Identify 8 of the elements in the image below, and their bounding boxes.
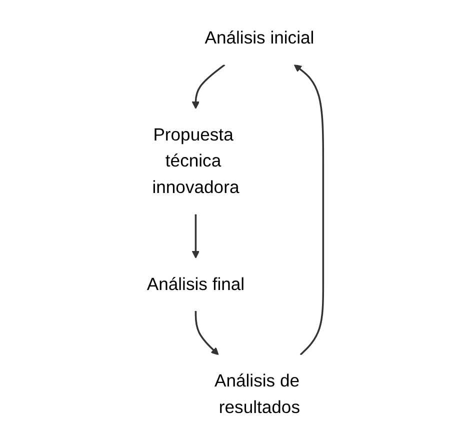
node-text: Análisis final	[146, 274, 244, 294]
arrow	[192, 214, 200, 258]
arrow	[194, 310, 219, 356]
node-text: Propuesta técnica innovadora	[152, 125, 240, 198]
node-text: Análisis de resultados	[214, 372, 300, 418]
arrow	[192, 64, 226, 110]
node-text: Análisis inicial	[204, 28, 314, 48]
arrow	[294, 64, 324, 356]
